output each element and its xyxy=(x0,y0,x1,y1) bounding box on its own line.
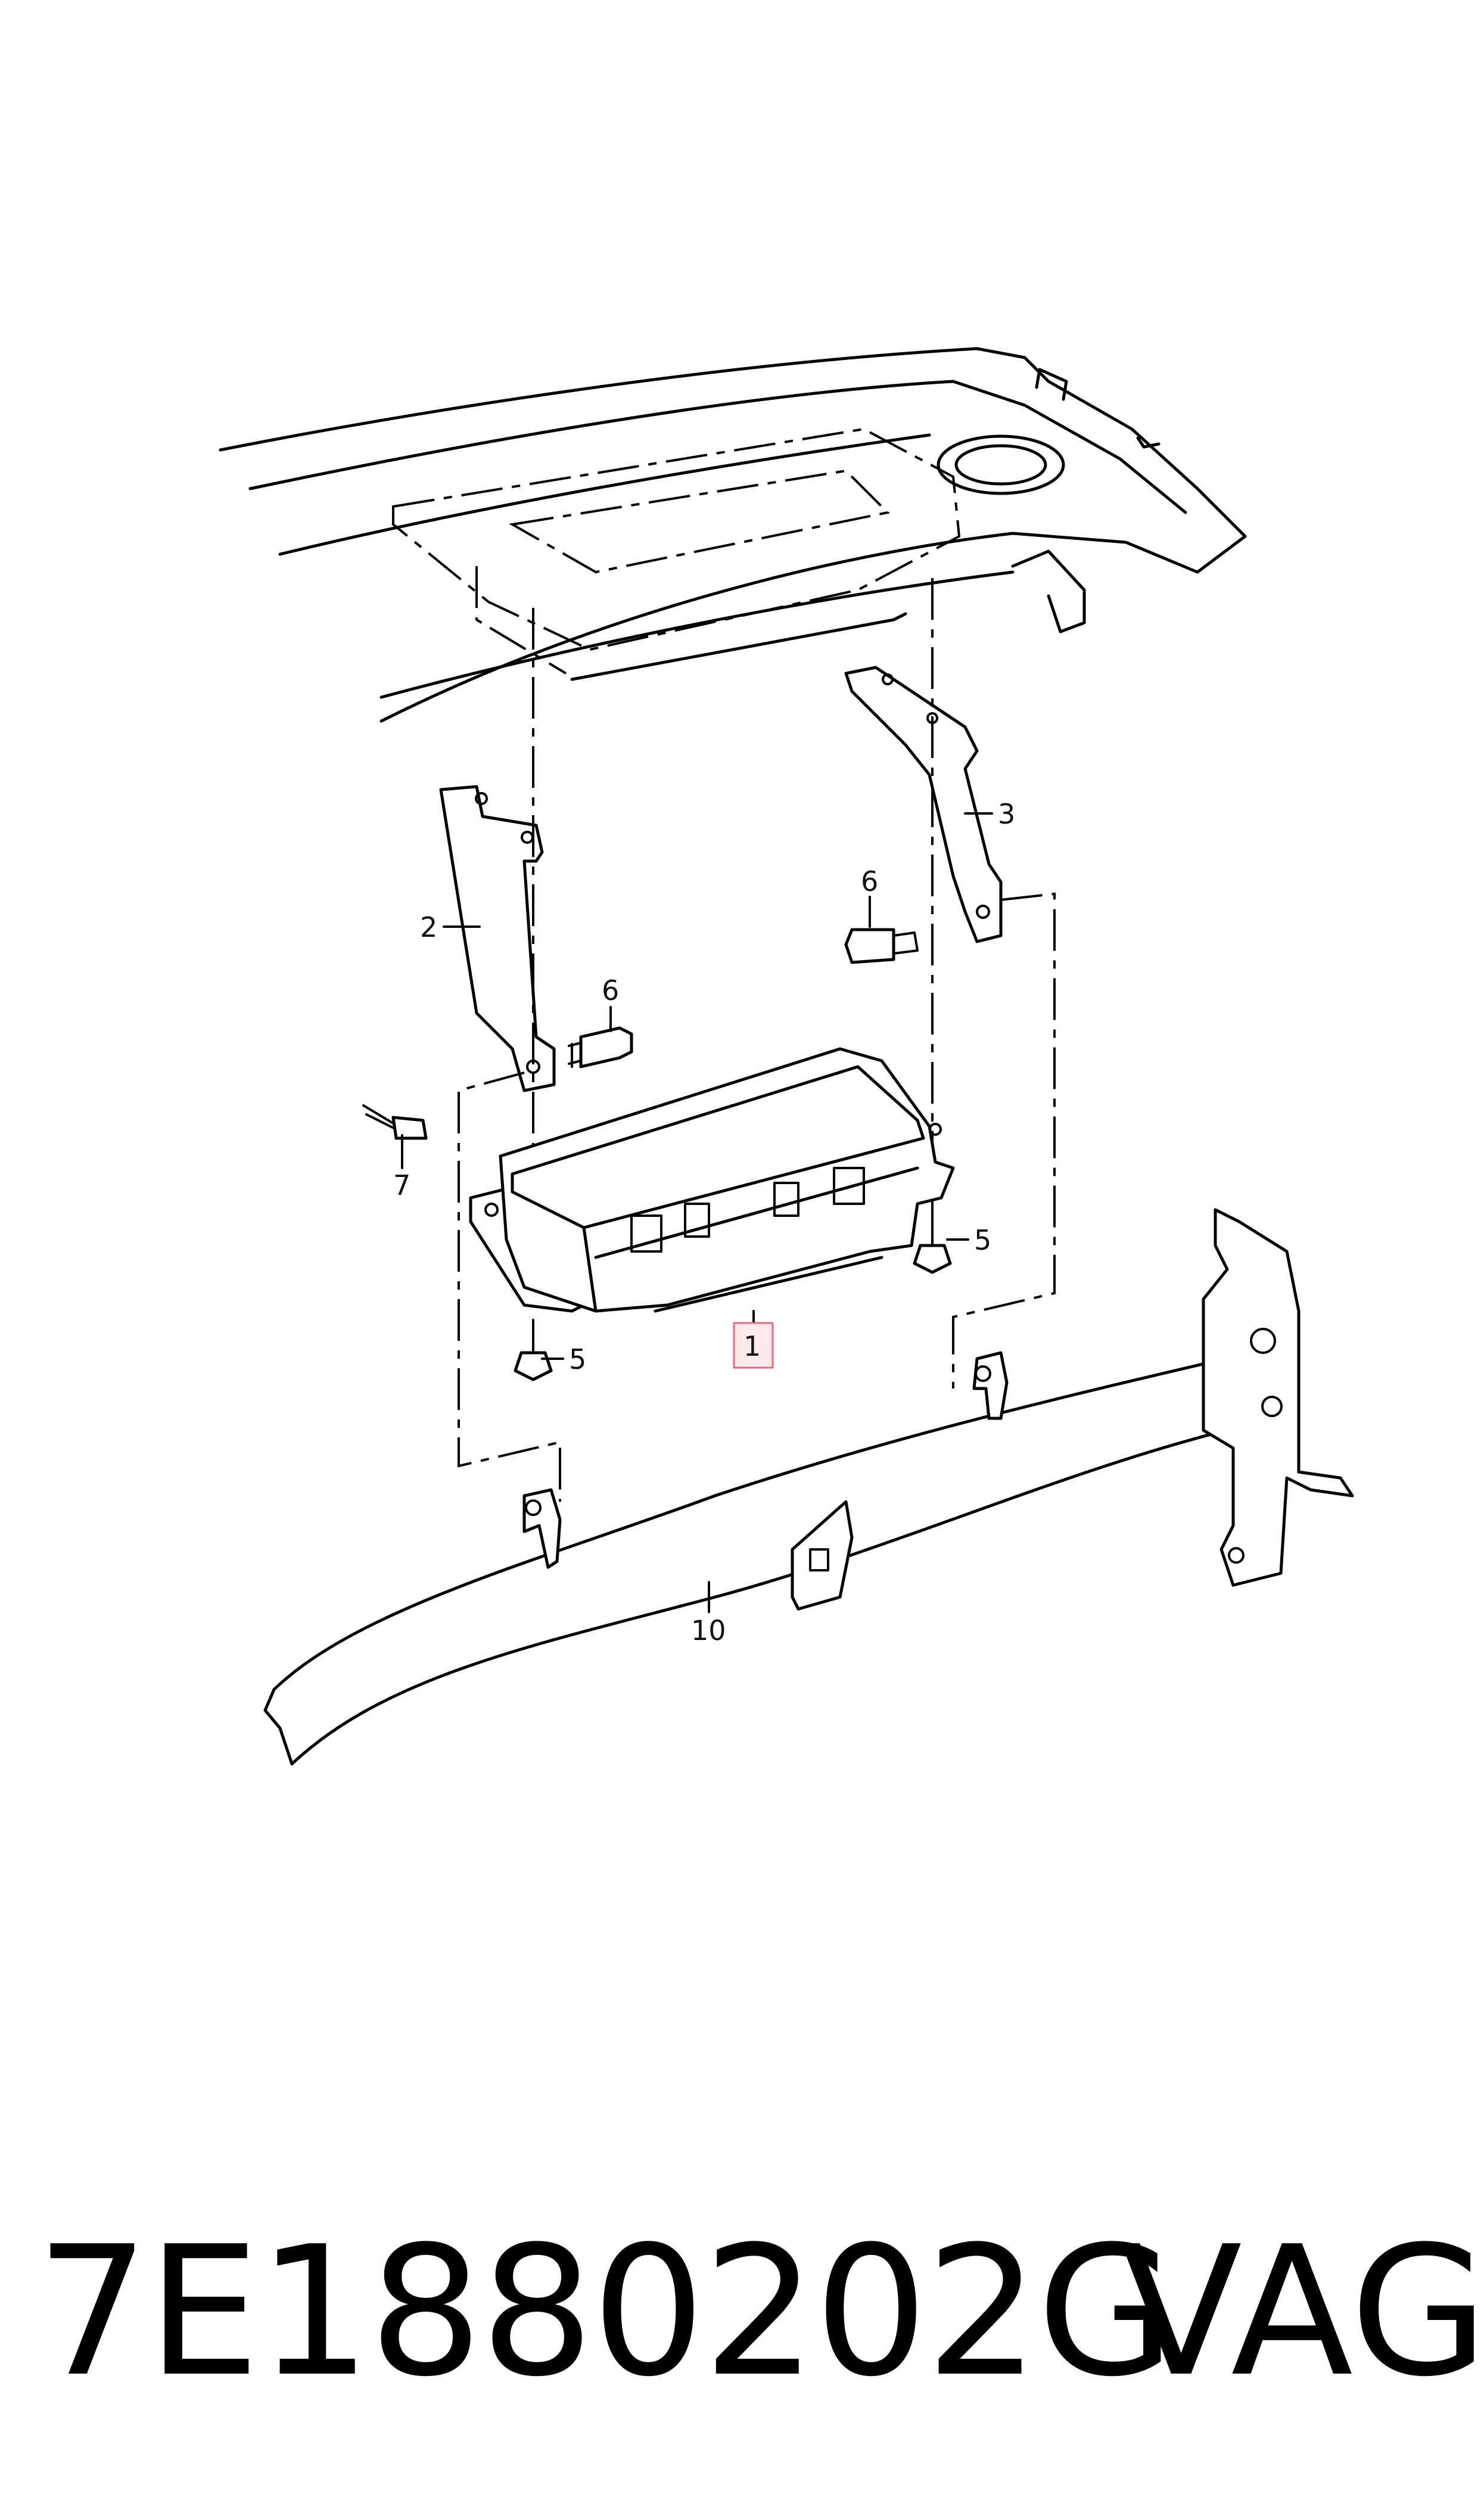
bolt-6-right xyxy=(844,928,919,964)
screw-5-right xyxy=(913,1215,952,1274)
bracket-left xyxy=(439,785,556,1092)
brand-text: VAG xyxy=(1120,2208,1484,2416)
screw-5-left xyxy=(514,1319,553,1381)
part-number-text: 7E1880202G xyxy=(36,2208,1175,2416)
callout-5-left: 5 xyxy=(569,1343,586,1375)
bolt-6-left xyxy=(568,1026,633,1069)
dashboard-panel xyxy=(219,347,1247,723)
assembly-guide-lines xyxy=(458,578,1056,1502)
bracket-right xyxy=(844,666,1003,943)
airbag-module xyxy=(469,1047,955,1313)
airbag-opening-outline xyxy=(392,427,961,675)
callout-1-highlight xyxy=(733,1322,774,1369)
callout-1: 1 xyxy=(743,1330,761,1362)
connector xyxy=(362,1104,428,1140)
callout-6-right: 6 xyxy=(861,865,878,897)
callout-labels: 1 2 3 5 5 6 6 7 10 xyxy=(393,798,1015,1647)
callout-3: 3 xyxy=(998,798,1015,830)
callout-leaders xyxy=(401,812,993,1613)
callout-2: 2 xyxy=(420,911,437,943)
callout-7: 7 xyxy=(393,1169,410,1201)
callout-5-right: 5 xyxy=(974,1224,991,1256)
cross-car-beam xyxy=(263,1208,1354,1766)
callout-6-left: 6 xyxy=(602,974,619,1007)
callout-10: 10 xyxy=(691,1614,726,1647)
